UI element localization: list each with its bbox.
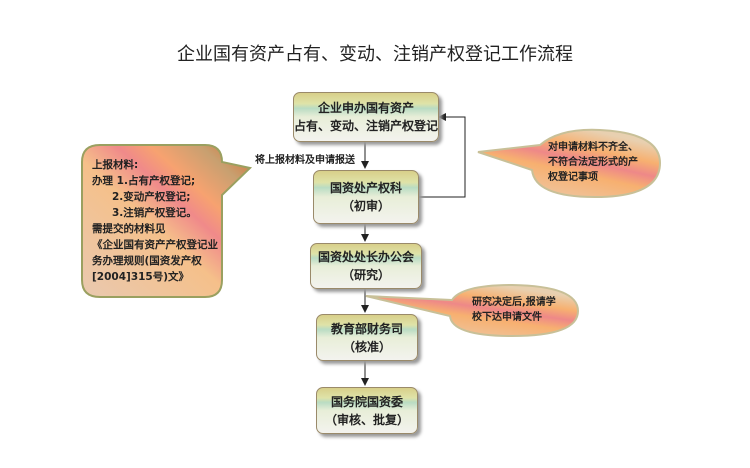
research-callout-shape	[365, 283, 580, 338]
submit-label: 将上报材料及申请报送	[255, 155, 355, 166]
step-label: （核准）	[342, 339, 391, 354]
note-line: 2.变动产权登记;	[112, 191, 191, 203]
step-label: 企业申办国有资产	[317, 101, 414, 115]
note-line: 3.注销产权登记。	[112, 207, 197, 219]
note-line: 研究决定后,报请学	[472, 297, 556, 308]
step-label: 国务院国资委	[330, 394, 403, 409]
research-note: 研究决定后,报请学 校下达申请文件	[472, 295, 556, 325]
step-label: 教育部财务司	[330, 321, 403, 336]
note-line: 上报材料:	[92, 159, 139, 171]
step-approval: 教育部财务司 （核准）	[316, 314, 418, 361]
step-research: 国资处处长办公会 （研究）	[310, 243, 422, 289]
note-line: 需提交的材料见	[92, 223, 166, 235]
step-label: （研究）	[341, 268, 390, 282]
step-final-review: 国务院国资委 （审核、批复）	[316, 387, 418, 434]
diagram-title: 企业国有资产占有、变动、注销产权登记工作流程	[177, 44, 573, 65]
note-line: 校下达申请文件	[472, 312, 542, 323]
step-label: 国资处处长办公会	[317, 250, 414, 264]
step-label: 国资处产权科	[329, 181, 402, 195]
note-line: [2004]315号)文》	[92, 271, 190, 283]
flow-arrows	[361, 113, 466, 386]
step-label: 占有、变动、注销产权登记	[294, 119, 439, 133]
note-line: 权登记事项	[548, 172, 598, 183]
note-line: 对申请材料不齐全、	[548, 142, 638, 153]
step-apply-registration: 企业申办国有资产占有、变动、注销产权登记	[293, 92, 439, 142]
note-line: 务办理规则(国资发产权	[92, 255, 202, 267]
step-label: （初审）	[341, 199, 390, 213]
reject-note: 对申请材料不齐全、 不符合法定形式的产 权登记事项	[548, 140, 638, 185]
note-line: 不符合法定形式的产	[548, 157, 638, 168]
note-line: 办理 1.占有产权登记;	[92, 175, 196, 187]
left-note: 上报材料: 办理 1.占有产权登记; 2.变动产权登记; 3.注销产权登记。 需…	[92, 157, 218, 285]
step-label: （审核、批复）	[324, 412, 409, 427]
reject-callout-shape	[477, 128, 662, 199]
left-callout-shape	[81, 144, 253, 298]
note-line: 《企业国有资产产权登记业	[92, 239, 218, 251]
step-initial-review: 国资处产权科 （初审）	[313, 170, 419, 224]
